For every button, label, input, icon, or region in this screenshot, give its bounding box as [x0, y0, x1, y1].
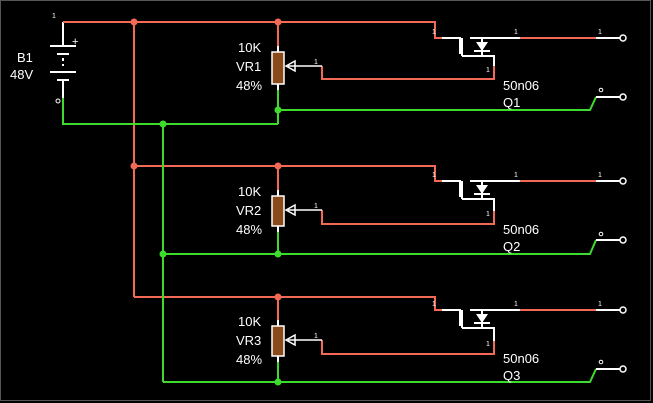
q1-drain-pin: 1: [514, 29, 518, 36]
mosfet-q1[interactable]: [442, 37, 520, 66]
q2-source-pin: 1: [486, 211, 490, 218]
q2-name: Q2: [503, 239, 520, 254]
potentiometer-vr2[interactable]: [271, 190, 322, 232]
vr3-setting: 48%: [236, 352, 262, 367]
q2-part: 50n06: [503, 222, 539, 237]
battery-b1[interactable]: [50, 22, 76, 104]
junctions: [130, 18, 282, 386]
vr1-value: 10K: [238, 40, 261, 55]
q3-part: 50n06: [503, 351, 539, 366]
vr2-name: VR2: [236, 203, 261, 218]
vr1-setting: 48%: [236, 78, 262, 93]
out1-pin: 1: [598, 29, 602, 36]
mosfet-q2[interactable]: [442, 180, 520, 211]
vr1-name: VR1: [236, 59, 261, 74]
q3-source-pin: 1: [486, 341, 490, 348]
supply-wires: [63, 21, 596, 355]
battery-plus-sign: +: [72, 36, 78, 48]
mosfet-q3[interactable]: [442, 309, 520, 341]
q3-gate-pin: 1: [432, 301, 436, 308]
q3-name: Q3: [503, 368, 520, 383]
out3-pin: 1: [598, 301, 602, 308]
potentiometer-vr3[interactable]: [271, 320, 322, 362]
vr2-value: 10K: [238, 184, 261, 199]
vr3-wiper-pin: 1: [314, 333, 318, 340]
battery-voltage: 48V: [10, 67, 33, 82]
vr2-setting: 48%: [236, 222, 262, 237]
out2-pin: 1: [598, 172, 602, 179]
vr1-wiper-pin: 1: [314, 59, 318, 66]
battery-name: B1: [17, 50, 33, 65]
q1-source-pin: 1: [486, 67, 490, 74]
vr2-wiper-pin: 1: [314, 203, 318, 210]
q1-gate-pin: 1: [432, 29, 436, 36]
output-terminals: [596, 34, 627, 373]
q1-part: 50n06: [503, 78, 539, 93]
q2-drain-pin: 1: [514, 172, 518, 179]
q2-gate-pin: 1: [432, 172, 436, 179]
q3-drain-pin: 1: [514, 301, 518, 308]
vr3-value: 10K: [238, 314, 261, 329]
q1-name: Q1: [503, 95, 520, 110]
vr3-name: VR3: [236, 333, 261, 348]
ground-wires: [62, 90, 597, 383]
battery-pin-label: 1: [52, 13, 56, 20]
potentiometer-vr1[interactable]: [271, 46, 322, 90]
